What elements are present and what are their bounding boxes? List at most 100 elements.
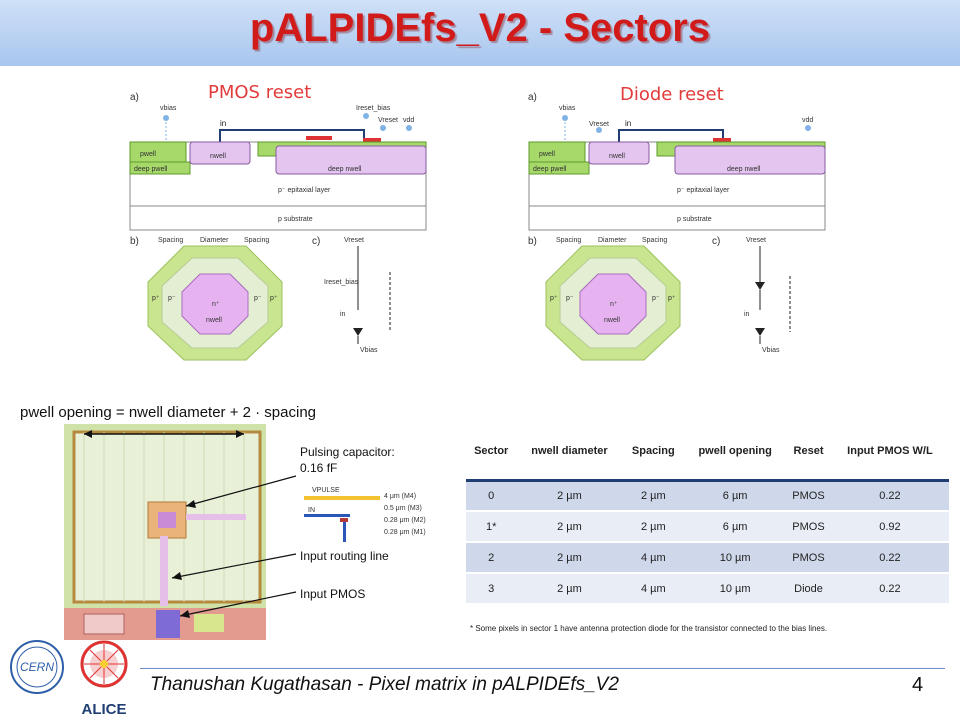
diode-pixel-layout-diagram: Spacing Diameter Spacing n⁺ nwell p⁺ p⁻ …: [545, 237, 681, 361]
pwell-label: pwell: [140, 151, 156, 158]
vbias-label-right: vbias: [559, 105, 576, 112]
vdd-label: vdd: [403, 117, 414, 124]
header-nwell-diameter: nwell diameter: [516, 424, 623, 482]
input-routing-label: Input routing line: [300, 549, 389, 563]
sectors-table: Sector nwell diameter Spacing pwell open…: [466, 424, 949, 605]
table-header-row: Sector nwell diameter Spacing pwell open…: [466, 424, 949, 482]
p-plus-right-label: p⁺: [270, 295, 278, 302]
table-cell: 0.22: [830, 480, 949, 512]
spacing-label-right: Spacing: [556, 237, 581, 244]
pulsing-capacitor-value: 0.16 fF: [300, 461, 338, 475]
title-bar: [0, 0, 960, 66]
diode-cross-section-diagram: vbias Vreset in vdd pwell deep pwell nwe…: [528, 105, 826, 231]
header-pwell-opening: pwell opening: [684, 424, 787, 482]
spacing-label: Spacing: [158, 237, 183, 244]
pmos-reset-schematic: Vreset Ireset_bias in Vbias: [324, 237, 391, 354]
pixel-layout-image: [64, 424, 266, 640]
alice-logo: ALICE: [80, 640, 128, 718]
table-cell: PMOS: [786, 542, 831, 574]
panel-b-label-right: b): [528, 236, 537, 247]
cern-logo-text: CERN: [20, 660, 54, 674]
in-label: in: [220, 119, 226, 128]
table-cell: 1*: [466, 511, 517, 543]
diameter-label: Diameter: [200, 237, 229, 244]
table-cell: 6 µm: [684, 480, 787, 512]
spacing-label-2: Spacing: [244, 237, 269, 244]
substrate-label-right: p substrate: [677, 216, 712, 223]
p-minus-right-label-right: p⁻: [652, 295, 660, 302]
pulsing-capacitor-label: Pulsing capacitor:: [300, 445, 395, 459]
m3-label: 0.5 μm (M3): [384, 505, 422, 512]
in-inset-label: IN: [308, 507, 315, 514]
header-spacing: Spacing: [622, 424, 685, 482]
table-row: 3 2 µm 4 µm 10 µm Diode 0.22: [466, 573, 949, 605]
table-cell: 0.22: [830, 573, 949, 605]
p-plus-left-label-right: p⁺: [550, 295, 558, 302]
m4-label: 4 μm (M4): [384, 493, 416, 500]
header-input-pmos: Input PMOS W/L: [830, 424, 949, 482]
panel-a-label-right: a): [528, 92, 537, 103]
table-cell: 4 µm: [622, 573, 685, 605]
c-in-label-right: in: [744, 311, 750, 318]
n-plus-label-right: n⁺: [610, 301, 618, 308]
spacing-label-right-2: Spacing: [642, 237, 667, 244]
table-cell: 3: [466, 573, 517, 605]
nwell-center-label: nwell: [206, 317, 222, 324]
p-minus-left-label-right: p⁻: [566, 295, 574, 302]
n-plus-label: n⁺: [212, 301, 220, 308]
pwell-label-right: pwell: [539, 151, 555, 158]
p-plus-left-label: p⁺: [152, 295, 160, 302]
substrate-label: p substrate: [278, 216, 313, 223]
slide-title: pALPIDEfs_V2 - Sectors: [249, 6, 711, 50]
c-vbias-label: Vbias: [360, 347, 378, 354]
input-pmos-label: Input PMOS: [300, 587, 366, 601]
vreset-label: Vreset: [378, 117, 398, 124]
panel-a-label: a): [130, 92, 139, 103]
vpulse-label: VPULSE: [312, 487, 340, 494]
annotation-arrows: [171, 475, 297, 618]
table-cell: 2 µm: [622, 511, 685, 543]
pmos-pixel-layout-diagram: Spacing Diameter Spacing n⁺ nwell p⁺ p⁻ …: [147, 237, 283, 361]
vreset-label-right: Vreset: [589, 121, 609, 128]
deep-pwell-label: deep pwell: [134, 166, 168, 173]
header-sector: Sector: [466, 424, 517, 482]
footer-author: Thanushan Kugathasan - Pixel matrix in p…: [150, 674, 619, 695]
deep-pwell-label-right: deep pwell: [533, 166, 567, 173]
table-row: 1* 2 µm 2 µm 6 µm PMOS 0.92: [466, 511, 949, 543]
nwell-center-label-right: nwell: [604, 317, 620, 324]
c-in-label: in: [340, 311, 346, 318]
c-ireset-label: Ireset_bias: [324, 279, 359, 286]
m2-label: 0.28 μm (M2): [384, 517, 426, 524]
table-cell: 0.92: [830, 511, 949, 543]
diode-reset-caption: Diode reset: [620, 84, 724, 105]
table-cell: 2: [466, 542, 517, 574]
cern-logo: CERN: [10, 640, 64, 694]
footer-rule: [140, 668, 945, 669]
p-minus-left-label: p⁻: [168, 295, 176, 302]
table-cell: Diode: [786, 573, 831, 605]
table-cell: 6 µm: [684, 511, 787, 543]
table-cell: PMOS: [786, 511, 831, 543]
diode-reset-schematic: Vreset in Vbias: [744, 237, 791, 354]
header-reset: Reset: [786, 424, 831, 482]
table-cell: 2 µm: [516, 480, 623, 512]
ireset-bias-label: Ireset_bias: [356, 105, 391, 112]
capacitor-inset-diagram: VPULSE IN 4 μm (M4) 0.5 μm (M3) 0.28 μm …: [300, 482, 432, 544]
table-cell: 2 µm: [622, 480, 685, 512]
table-cell: PMOS: [786, 480, 831, 512]
pmos-reset-caption: PMOS reset: [208, 82, 312, 103]
pmos-cross-section-diagram: vbias in Ireset_bias Vreset vdd pwell de…: [129, 105, 427, 231]
nwell-label-right: nwell: [609, 153, 625, 160]
p-plus-right-label-right: p⁺: [668, 295, 676, 302]
table-cell: 2 µm: [516, 511, 623, 543]
panel-c-label-right: c): [712, 236, 721, 247]
c-vreset-label: Vreset: [344, 237, 364, 244]
c-vbias-label-right: Vbias: [762, 347, 780, 354]
in-label-right: in: [625, 119, 631, 128]
m1-label: 0.28 μm (M1): [384, 529, 426, 536]
pwell-opening-formula: pwell opening = nwell diameter + 2 · spa…: [20, 404, 317, 421]
panel-c-label: c): [312, 236, 321, 247]
table-cell: 10 µm: [684, 542, 787, 574]
epi-label-right: p⁻ epitaxial layer: [677, 187, 730, 194]
vbias-label: vbias: [160, 105, 177, 112]
